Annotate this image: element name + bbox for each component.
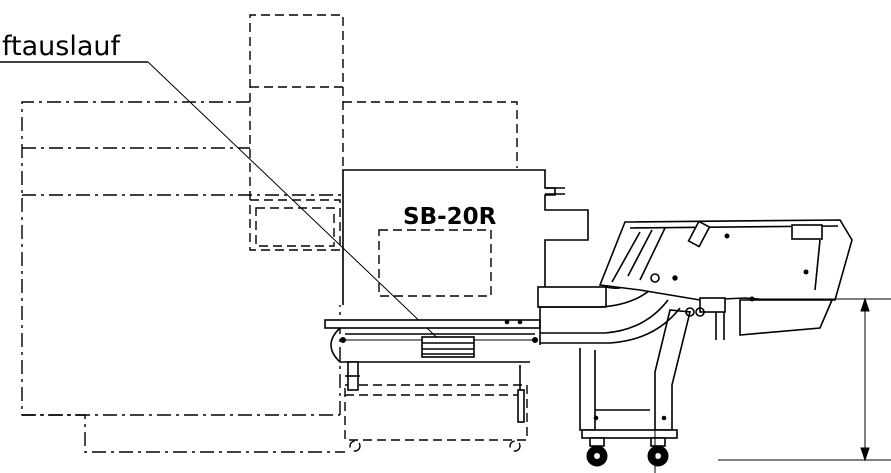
wheel-right	[647, 437, 669, 467]
phantom-panel-center	[378, 229, 492, 297]
callout-leader	[147, 61, 451, 351]
phantom-base-frame	[344, 384, 528, 441]
housing-outline	[342, 169, 589, 305]
wheel-left	[586, 437, 608, 467]
dimension-line	[654, 297, 891, 473]
conveyor	[324, 319, 541, 423]
stand	[579, 309, 691, 467]
callout-label: ftauslauf	[2, 31, 122, 62]
callout-group: ftauslauf	[0, 31, 451, 351]
model-label: SB-20R	[403, 204, 497, 230]
phantom-upper-right	[343, 101, 518, 168]
phantom-outline	[21, 14, 528, 453]
outlet-chute	[421, 336, 475, 358]
phantom-panel-left	[249, 199, 341, 251]
phantom-tower	[249, 14, 344, 200]
feeder-hopper	[739, 299, 834, 336]
main-housing: SB-20R	[342, 169, 589, 305]
transfer-chute	[537, 274, 681, 345]
feeder-unit	[598, 219, 853, 340]
phantom-left-block	[21, 101, 345, 453]
